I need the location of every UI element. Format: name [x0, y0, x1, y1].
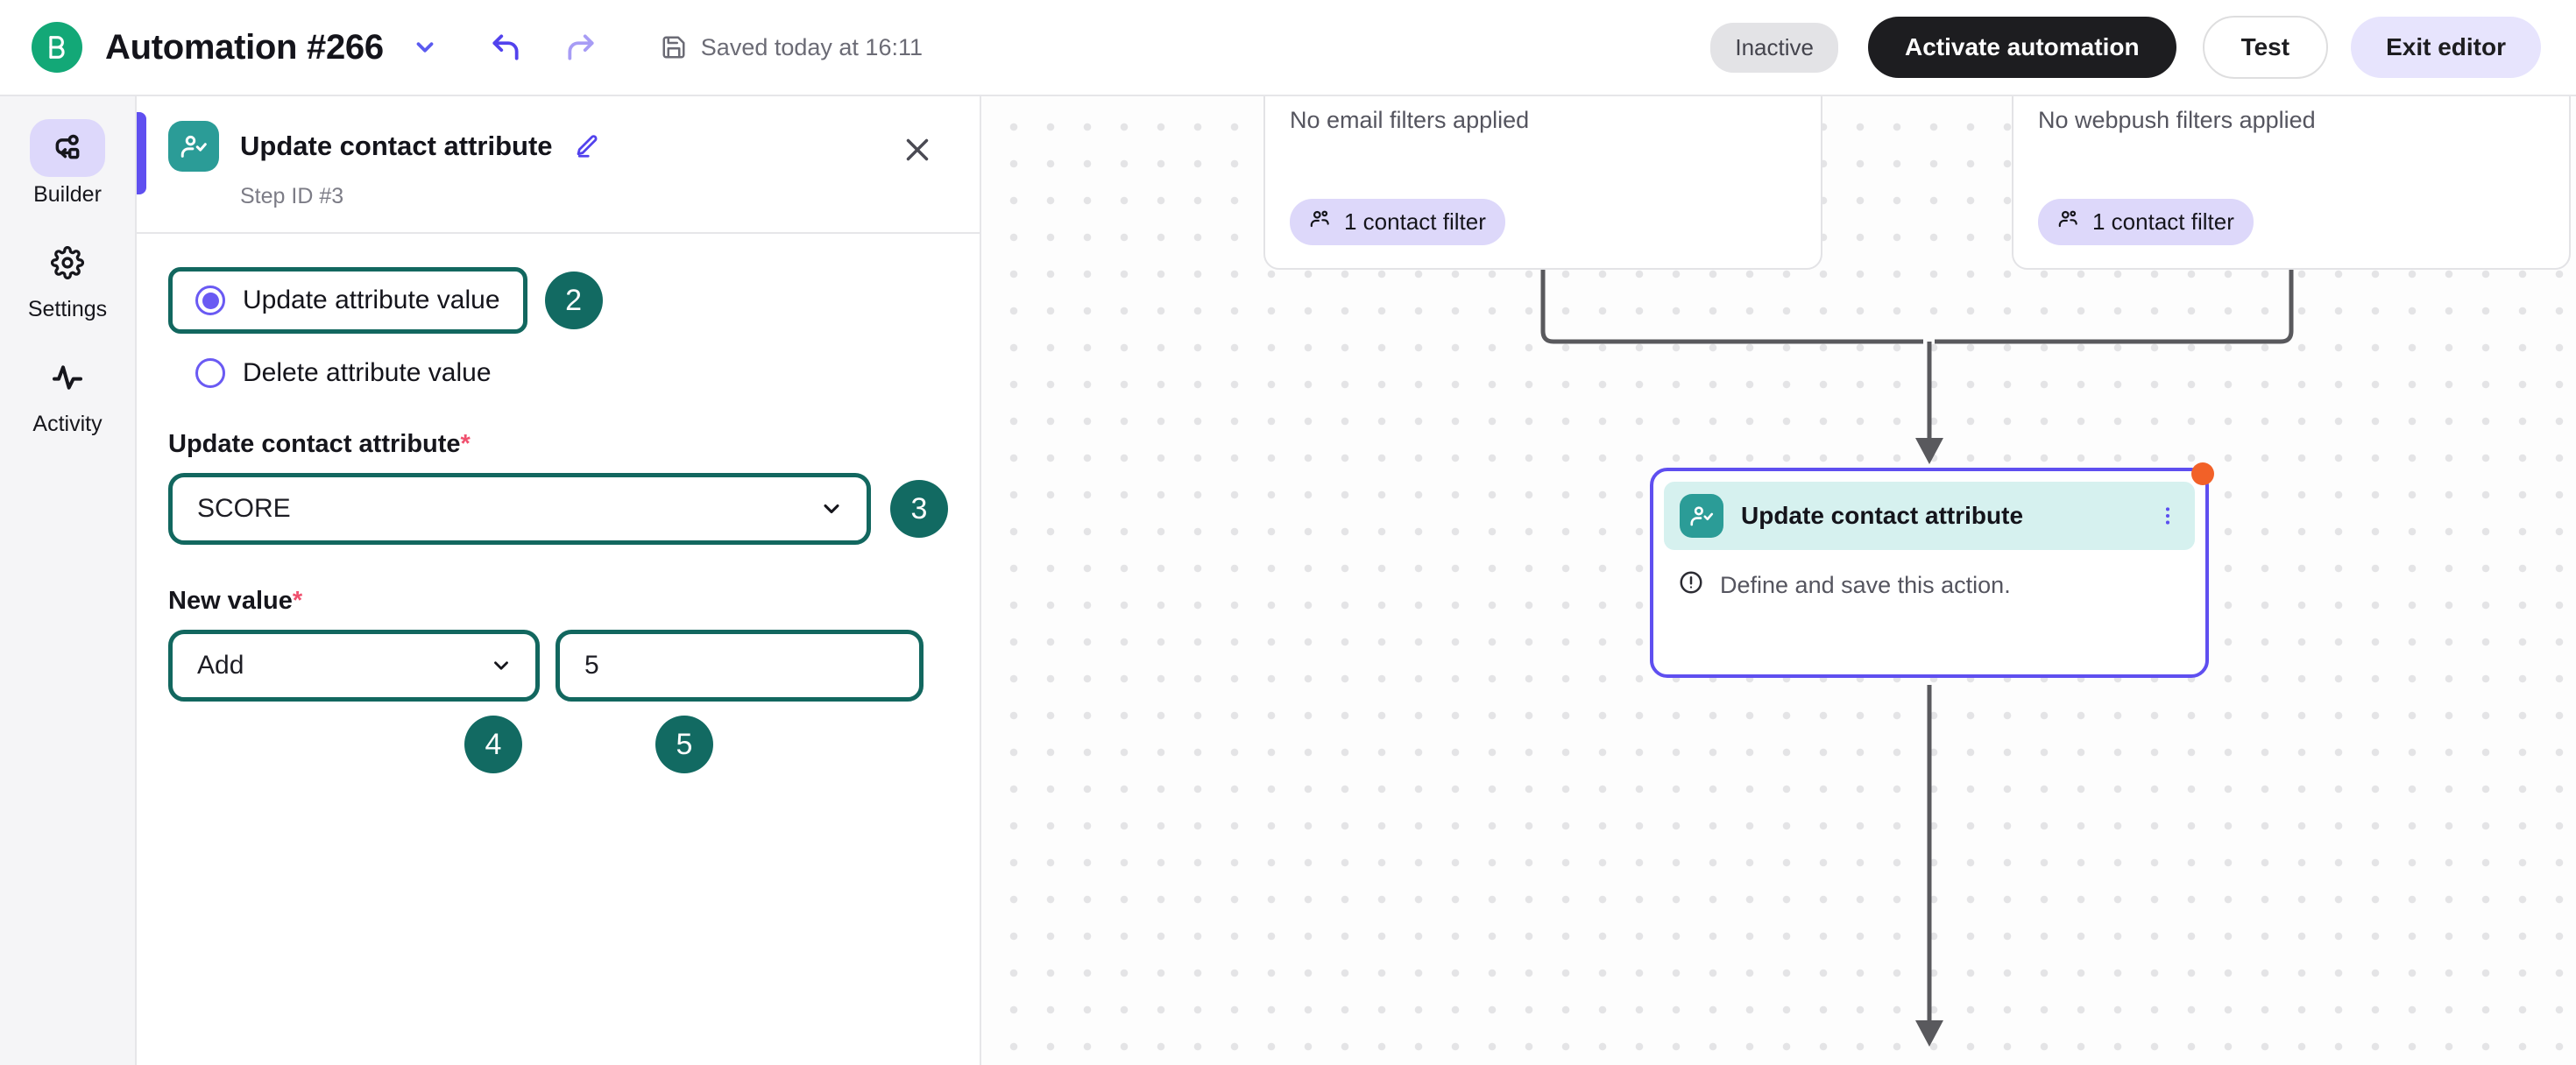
- redo-icon[interactable]: [559, 25, 603, 69]
- step-badge-3: 3: [890, 480, 948, 538]
- sidebar-item-builder[interactable]: Builder: [11, 119, 124, 208]
- node-title: Update contact attribute: [1741, 502, 2024, 529]
- operation-select-value: Add: [197, 651, 244, 680]
- node-contact-filter-tag[interactable]: 1 contact filter: [2038, 199, 2254, 245]
- sidebar-item-label: Activity: [32, 412, 103, 436]
- editor-body: Builder Settings Activity: [0, 96, 2576, 1065]
- undo-icon[interactable]: [484, 25, 527, 69]
- flow-connectors: [1540, 270, 2294, 1047]
- flow-node-webpush-clicked[interactable]: Webpush clicked No webpush filters appli…: [2012, 96, 2571, 270]
- activity-pulse-icon: [30, 349, 105, 406]
- update-contact-attribute-icon: [1680, 494, 1723, 538]
- attribute-select[interactable]: SCORE: [168, 473, 871, 545]
- activate-automation-button[interactable]: Activate automation: [1867, 17, 2176, 78]
- arrow-head-to-exit: [1915, 1020, 1943, 1047]
- chevron-down-icon[interactable]: [407, 29, 443, 66]
- sidebar-item-settings[interactable]: Settings: [11, 234, 124, 322]
- contacts-icon: [1309, 208, 1332, 236]
- node-description: Define and save this action.: [1720, 572, 2011, 598]
- required-asterisk: *: [460, 430, 471, 458]
- kebab-menu-icon[interactable]: [2156, 504, 2179, 527]
- new-value-badges: 4 5: [168, 716, 948, 773]
- sidebar-item-activity[interactable]: Activity: [11, 349, 124, 437]
- node-description: No webpush filters applied: [2038, 107, 2316, 133]
- left-rail: Builder Settings Activity: [0, 96, 137, 1065]
- node-header: Update contact attribute: [1664, 482, 2195, 550]
- attribute-select-value: SCORE: [197, 494, 291, 523]
- step-badge-4: 4: [464, 716, 522, 773]
- value-input[interactable]: 5: [556, 630, 924, 702]
- radio-update-attribute-value[interactable]: Update attribute value: [168, 267, 527, 334]
- attribute-field-label: Update contact attribute*: [168, 430, 948, 459]
- radio-delete-attribute-value[interactable]: Delete attribute value: [195, 358, 948, 388]
- new-value-field-label: New value*: [168, 587, 948, 616]
- new-value-label-text: New value: [168, 587, 293, 615]
- step-badge-5: 5: [655, 716, 713, 773]
- exit-editor-button[interactable]: Exit editor: [2351, 17, 2541, 78]
- gear-icon: [30, 234, 105, 292]
- panel-body: Update attribute value 2 Delete attribut…: [137, 234, 980, 1065]
- top-toolbar: Automation #266 Saved today at 16:11 Ina…: [0, 0, 2576, 96]
- step-config-panel: Update contact attribute Step ID #3 Upda…: [137, 96, 981, 1065]
- flow-canvas[interactable]: Email opened No email filters applied 1 …: [981, 96, 2576, 1065]
- panel-title: Update contact attribute: [240, 130, 553, 161]
- contacts-icon: [2057, 208, 2080, 236]
- attribute-label-text: Update contact attribute: [168, 430, 461, 458]
- required-asterisk: *: [292, 587, 303, 615]
- node-tag-label: 1 contact filter: [2092, 208, 2234, 235]
- saved-text: Saved today at 16:11: [700, 33, 923, 60]
- radio-label: Delete attribute value: [243, 358, 492, 387]
- brand-b-icon[interactable]: [32, 22, 82, 73]
- sidebar-item-label: Builder: [33, 182, 102, 207]
- operation-select[interactable]: Add: [168, 630, 540, 702]
- node-description: No email filters applied: [1290, 107, 1530, 133]
- update-option-row: Update attribute value 2: [168, 267, 948, 334]
- radio-label: Update attribute value: [243, 286, 500, 314]
- status-badge: Inactive: [1710, 22, 1838, 73]
- unsaved-dot: [2191, 462, 2214, 485]
- value-input-value: 5: [584, 651, 599, 680]
- close-x-icon[interactable]: [897, 130, 938, 170]
- node-warning-row: Define and save this action.: [1664, 550, 2195, 602]
- update-contact-attribute-icon: [168, 121, 219, 172]
- step-badge-2: 2: [544, 272, 603, 329]
- flow-node-email-opened[interactable]: Email opened No email filters applied 1 …: [1263, 96, 1822, 270]
- panel-header: Update contact attribute Step ID #3: [137, 96, 980, 234]
- sidebar-item-label: Settings: [27, 297, 108, 321]
- chevron-down-icon: [819, 497, 844, 521]
- node-contact-filter-tag[interactable]: 1 contact filter: [1290, 199, 1505, 245]
- radio-unselected-icon: [195, 358, 225, 388]
- test-button[interactable]: Test: [2202, 16, 2329, 79]
- attribute-select-row: SCORE 3: [168, 473, 948, 545]
- step-id-text: Step ID #3: [240, 184, 344, 208]
- save-disk-icon: [661, 34, 687, 60]
- builder-flow-icon: [30, 119, 105, 177]
- page-title: Automation #266: [105, 27, 384, 67]
- alert-circle-icon: [1678, 569, 1704, 602]
- arrow-head-to-action: [1915, 438, 1943, 464]
- radio-selected-icon: [195, 286, 225, 315]
- pencil-edit-icon[interactable]: [574, 133, 600, 159]
- new-value-row: Add 5: [168, 630, 948, 702]
- panel-accent-bar: [137, 112, 146, 194]
- saved-status: Saved today at 16:11: [661, 34, 923, 61]
- chevron-down-icon: [490, 654, 513, 677]
- node-tag-label: 1 contact filter: [1344, 208, 1486, 235]
- panel-header-row: Update contact attribute: [168, 121, 950, 172]
- flow-node-update-contact-attribute[interactable]: Update contact attribute Define and save…: [1650, 462, 2214, 678]
